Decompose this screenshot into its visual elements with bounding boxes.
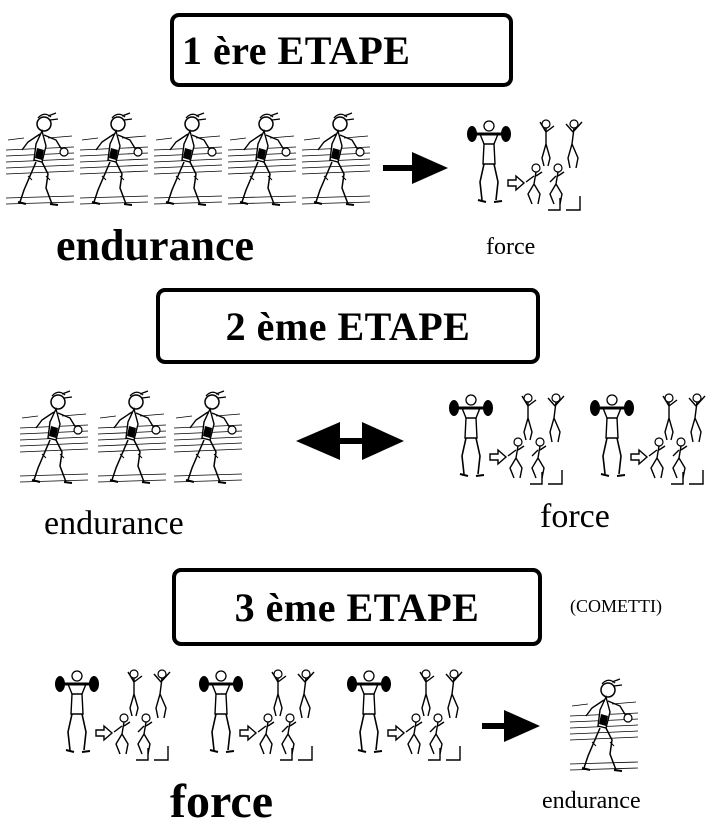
stage-2-box: 2 ème ETAPE [156,288,540,364]
stage-1-endurance-label: endurance [56,221,254,270]
arrow-right-icon [383,152,448,184]
stage-3-title: 3 ème ETAPE [234,584,480,630]
stage-2-force-label: force [540,498,610,535]
stage-3-box: 3 ème ETAPE [172,568,542,646]
stage-1-force-label: force [486,234,536,260]
arrow-right-icon [482,710,540,742]
stage-1-title: 1 ère ETAPE [182,27,411,73]
source-citation: (COMETTI) [570,596,662,616]
stage-2-title: 2 ème ETAPE [225,303,471,349]
stage-1-box: 1 ère ETAPE [170,13,513,87]
stage-2-endurance-label: endurance [44,505,184,542]
weightlifting-jump-icon [53,668,172,762]
weightlifting-jump-icon [345,668,464,762]
double-arrow-icon [296,422,404,460]
stage-3-endurance-label: endurance [542,788,641,814]
stage-3-force-label: force [170,775,274,828]
runner-icon [569,678,639,772]
weightlifting-jump-icon [197,668,316,762]
